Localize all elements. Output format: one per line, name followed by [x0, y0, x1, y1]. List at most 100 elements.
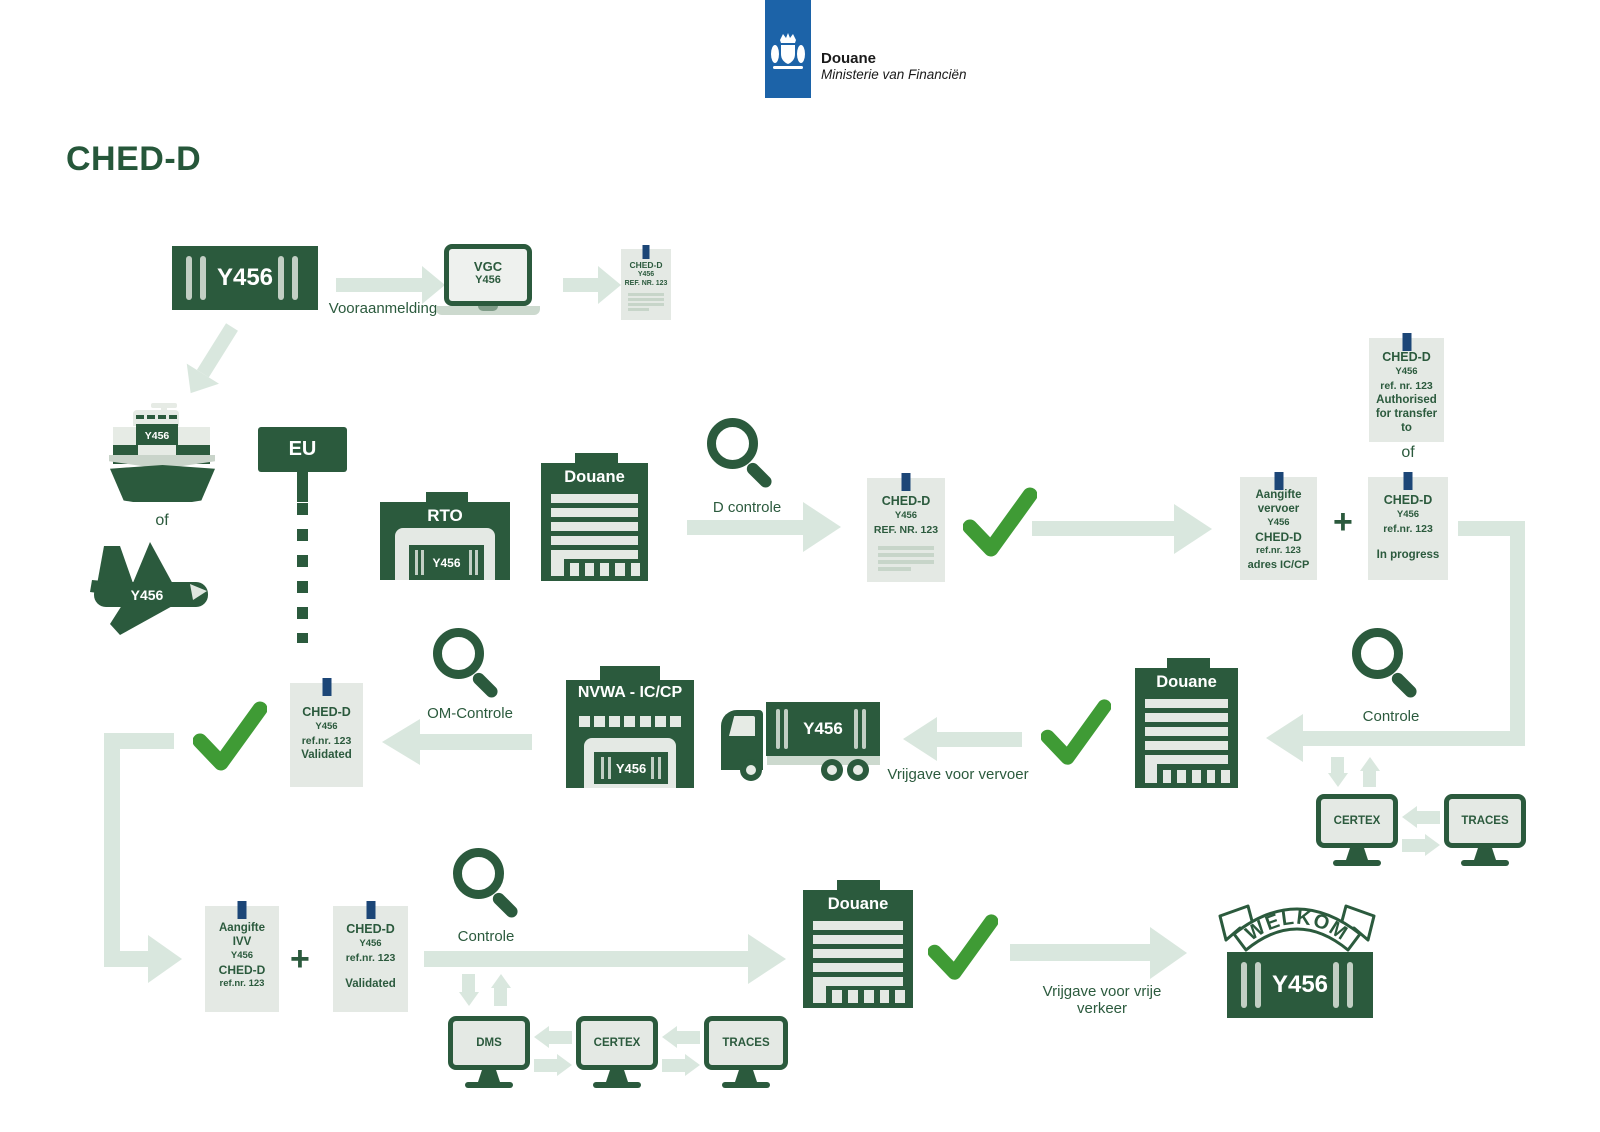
building-douane-2: Douane	[1135, 658, 1238, 788]
building-nvwa: NVWA - IC/CP Y456	[566, 666, 694, 788]
document-ched-validated: CHED-D Y456 ref.nr. 123 Validated	[290, 678, 363, 787]
flow-arrow	[424, 951, 748, 967]
logo-title: Douane	[821, 50, 877, 67]
document-ched-in-progress: CHED-D Y456 ref.nr. 123 In progress	[1368, 472, 1448, 580]
truck-icon: Y456	[700, 692, 884, 786]
page-title: CHED-D	[66, 140, 202, 178]
ship-bridge	[133, 410, 179, 426]
douane1-label: Douane	[564, 468, 625, 486]
laptop-base-notch	[478, 306, 498, 311]
document-aangifte-ivv: Aangifte IVV Y456 CHED-D ref.nr. 123	[205, 901, 279, 1012]
sync-arrow-left	[1402, 806, 1440, 830]
document-ched-validated-2: CHED-D Y456 ref.nr. 123 Validated	[333, 901, 408, 1012]
sync-arrow-right	[534, 1054, 572, 1078]
document-tab	[901, 473, 911, 491]
checkmark-icon	[1041, 699, 1111, 765]
sync-arrow-up	[491, 974, 511, 1008]
rijksoverheid-logo-bar	[765, 0, 811, 98]
flow-connector	[104, 733, 120, 967]
controle-right-label: Controle	[1362, 708, 1420, 725]
checkmark-icon	[193, 701, 267, 771]
monitor-traces-bottom: TRACES	[704, 1016, 788, 1088]
sync-arrow-down	[459, 974, 479, 1008]
document-tab	[366, 901, 375, 919]
checkmark-icon	[963, 487, 1037, 557]
flow-connector	[104, 951, 148, 967]
nvwa-container-icon: Y456	[594, 752, 668, 784]
laptop-icon: VGC Y456	[436, 244, 540, 316]
flow-connector	[1458, 521, 1510, 536]
flow-arrow-head	[598, 266, 621, 304]
flow-arrow-head	[803, 502, 841, 552]
flow-arrow-head	[148, 935, 182, 983]
building-douane-1: Douane	[541, 453, 648, 581]
magnifier-icon-controle-bottom	[453, 848, 525, 921]
flow-arrow-head	[1266, 714, 1303, 762]
flow-arrow	[937, 732, 1022, 747]
douane2-label: Douane	[1156, 673, 1217, 691]
truck-label: Y456	[803, 719, 843, 738]
container-start-label: Y456	[216, 264, 274, 291]
monitor-dms: DMS	[448, 1016, 530, 1088]
container-start-icon: Y456	[172, 246, 318, 310]
plus-sign: +	[290, 940, 310, 978]
sync-arrow-up	[1360, 757, 1380, 788]
sync-arrow-left	[534, 1026, 572, 1050]
flow-arrow-head	[422, 266, 445, 304]
document-tab	[322, 678, 331, 696]
document-lines	[867, 546, 945, 571]
laptop-line2: Y456	[475, 274, 501, 286]
vrijgave-vervoer-label: Vrijgave voor vervoer	[887, 766, 1029, 783]
vrijgave-vrij-label: Vrijgave voor vrije verkeer	[1042, 983, 1162, 1017]
sync-arrow-right	[662, 1054, 700, 1078]
building-douane-3: Douane	[803, 880, 913, 1008]
checkmark-icon	[928, 914, 998, 980]
flow-arrow	[1010, 944, 1150, 961]
magnifier-icon-controle-right	[1352, 628, 1424, 701]
flow-arrow-head	[1174, 504, 1212, 554]
rijksoverheid-emblem-icon	[771, 33, 805, 69]
truck-chassis	[767, 756, 880, 765]
of-label-docs: of	[1401, 444, 1415, 461]
magnifier-icon-d-controle	[707, 418, 779, 491]
building-rto: RTO Y456	[380, 492, 510, 580]
flow-connector	[104, 733, 174, 749]
flow-arrow	[336, 278, 422, 292]
flow-arrow	[420, 734, 532, 750]
eu-sign-pole	[297, 472, 308, 502]
sync-arrow-left	[662, 1026, 700, 1050]
flow-arrow	[1032, 521, 1174, 536]
document-ched-authorised: CHED-D Y456 ref. nr. 123 Authorised for …	[1369, 333, 1444, 442]
plane-icon: Y456	[90, 542, 208, 635]
truck-wheel	[821, 759, 843, 781]
vooraanmelding-label: Vooraanmelding	[328, 300, 438, 317]
monitor-certex-right: CERTEX	[1316, 794, 1398, 866]
logo-subtitle: Ministerie van Financiën	[821, 67, 967, 82]
truck-window	[729, 716, 755, 736]
document-tab	[1403, 472, 1413, 490]
document-tab	[642, 245, 650, 259]
laptop-screen: VGC Y456	[444, 244, 532, 306]
truck-wheel	[740, 759, 762, 781]
document-ched-pre: CHED-D Y456 REF. NR. 123	[621, 245, 671, 320]
document-tab	[1402, 333, 1411, 351]
document-ched-dcheck: CHED-D Y456 REF. NR. 123	[867, 473, 945, 582]
document-tab	[1274, 472, 1283, 490]
rto-label: RTO	[427, 506, 463, 525]
eu-border-line	[297, 503, 308, 643]
laptop-line1: VGC	[473, 259, 503, 274]
flow-arrow-head	[1150, 927, 1187, 979]
plus-sign: +	[1333, 503, 1353, 541]
plane-label: Y456	[131, 587, 164, 603]
sync-arrow-right	[1402, 834, 1440, 858]
monitor-traces-right: TRACES	[1444, 794, 1526, 866]
eu-border-sign: EU	[258, 427, 347, 472]
flow-arrow	[687, 520, 803, 535]
of-label-ship: of	[155, 512, 169, 529]
ship-hull	[110, 465, 215, 502]
flow-arrow-head	[748, 934, 786, 984]
controle-bottom-label: Controle	[457, 928, 515, 945]
truck-wheel	[847, 759, 869, 781]
document-aangifte-vervoer: Aangifte vervoer Y456 CHED-D ref.nr. 123…	[1240, 472, 1317, 580]
